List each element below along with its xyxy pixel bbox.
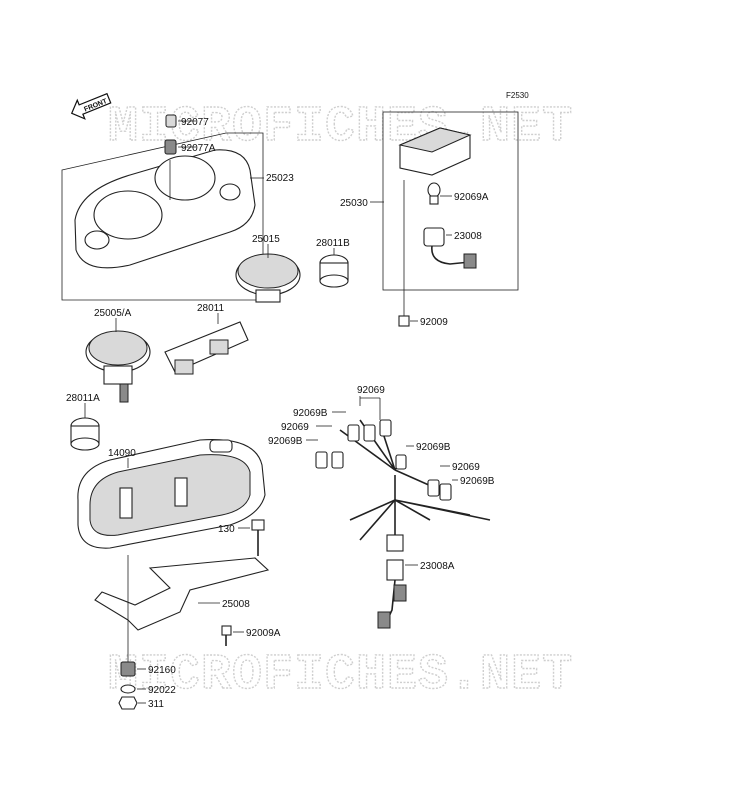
callout-25023: 25023	[266, 173, 294, 184]
bulb-set-icon	[315, 419, 452, 501]
wire-harness-icon	[339, 419, 491, 629]
socket-plate-icon	[164, 321, 249, 375]
screw-a-icon	[221, 625, 232, 646]
screw-icon	[398, 315, 410, 327]
meter-case-icon	[77, 438, 266, 549]
housing-box	[61, 132, 264, 301]
figure-code: F2530	[506, 91, 529, 100]
grommet-icon	[165, 114, 177, 128]
speedometer-icon	[85, 330, 151, 403]
callout-311: 311	[148, 699, 164, 710]
callout-130: 130	[218, 524, 235, 535]
callout-14090: 14090	[108, 448, 136, 459]
bolt-icon	[251, 519, 265, 556]
callout-28011: 28011	[197, 303, 225, 314]
callout-28011a: 28011A	[66, 393, 100, 404]
callout-25015: 25015	[252, 234, 280, 245]
callout-28011b: 28011B	[316, 238, 350, 249]
callout-92069-top: 92069	[357, 385, 385, 396]
callout-92077a: 92077A	[181, 143, 216, 154]
bracket-icon	[94, 557, 270, 631]
callout-92009: 92009	[420, 317, 448, 328]
meter-cover-icon	[74, 149, 256, 269]
callout-23008a: 23008A	[420, 561, 455, 572]
tachometer-icon	[235, 253, 301, 303]
callout-92069b-1: 92069B	[293, 408, 328, 419]
watermark-bottom: MICROFICHES.NET	[108, 647, 573, 704]
washer-icon	[120, 684, 136, 694]
indicator-box	[382, 111, 519, 291]
callout-92009a: 92009A	[246, 628, 281, 639]
socket-icon	[319, 254, 349, 288]
callout-23008: 23008	[454, 231, 482, 242]
watermark-top: MICROFICHES.NET	[108, 99, 573, 156]
bulb-icon	[427, 182, 441, 205]
callout-92069-2: 92069	[281, 422, 309, 433]
callout-25030: 25030	[340, 198, 368, 209]
callout-92069b-3: 92069B	[416, 442, 451, 453]
damper-icon	[120, 661, 136, 677]
bulb-socket-icon	[423, 227, 477, 269]
callout-92069a: 92069A	[454, 192, 489, 203]
callout-92077: 92077	[181, 117, 209, 128]
indicator-unit-icon	[398, 127, 472, 176]
callout-25005a: 25005/A	[94, 308, 132, 319]
spring-icon	[164, 139, 177, 155]
nut-icon	[118, 696, 138, 710]
front-arrow-icon: FRONT	[70, 92, 112, 120]
callout-92160: 92160	[148, 665, 176, 676]
callout-92069-3: 92069	[452, 462, 480, 473]
socket-a-icon	[70, 417, 100, 451]
callout-25008: 25008	[222, 599, 250, 610]
callout-92069b-2: 92069B	[268, 436, 303, 447]
callout-92022: 92022	[148, 685, 176, 696]
callout-92069b-4: 92069B	[460, 476, 495, 487]
